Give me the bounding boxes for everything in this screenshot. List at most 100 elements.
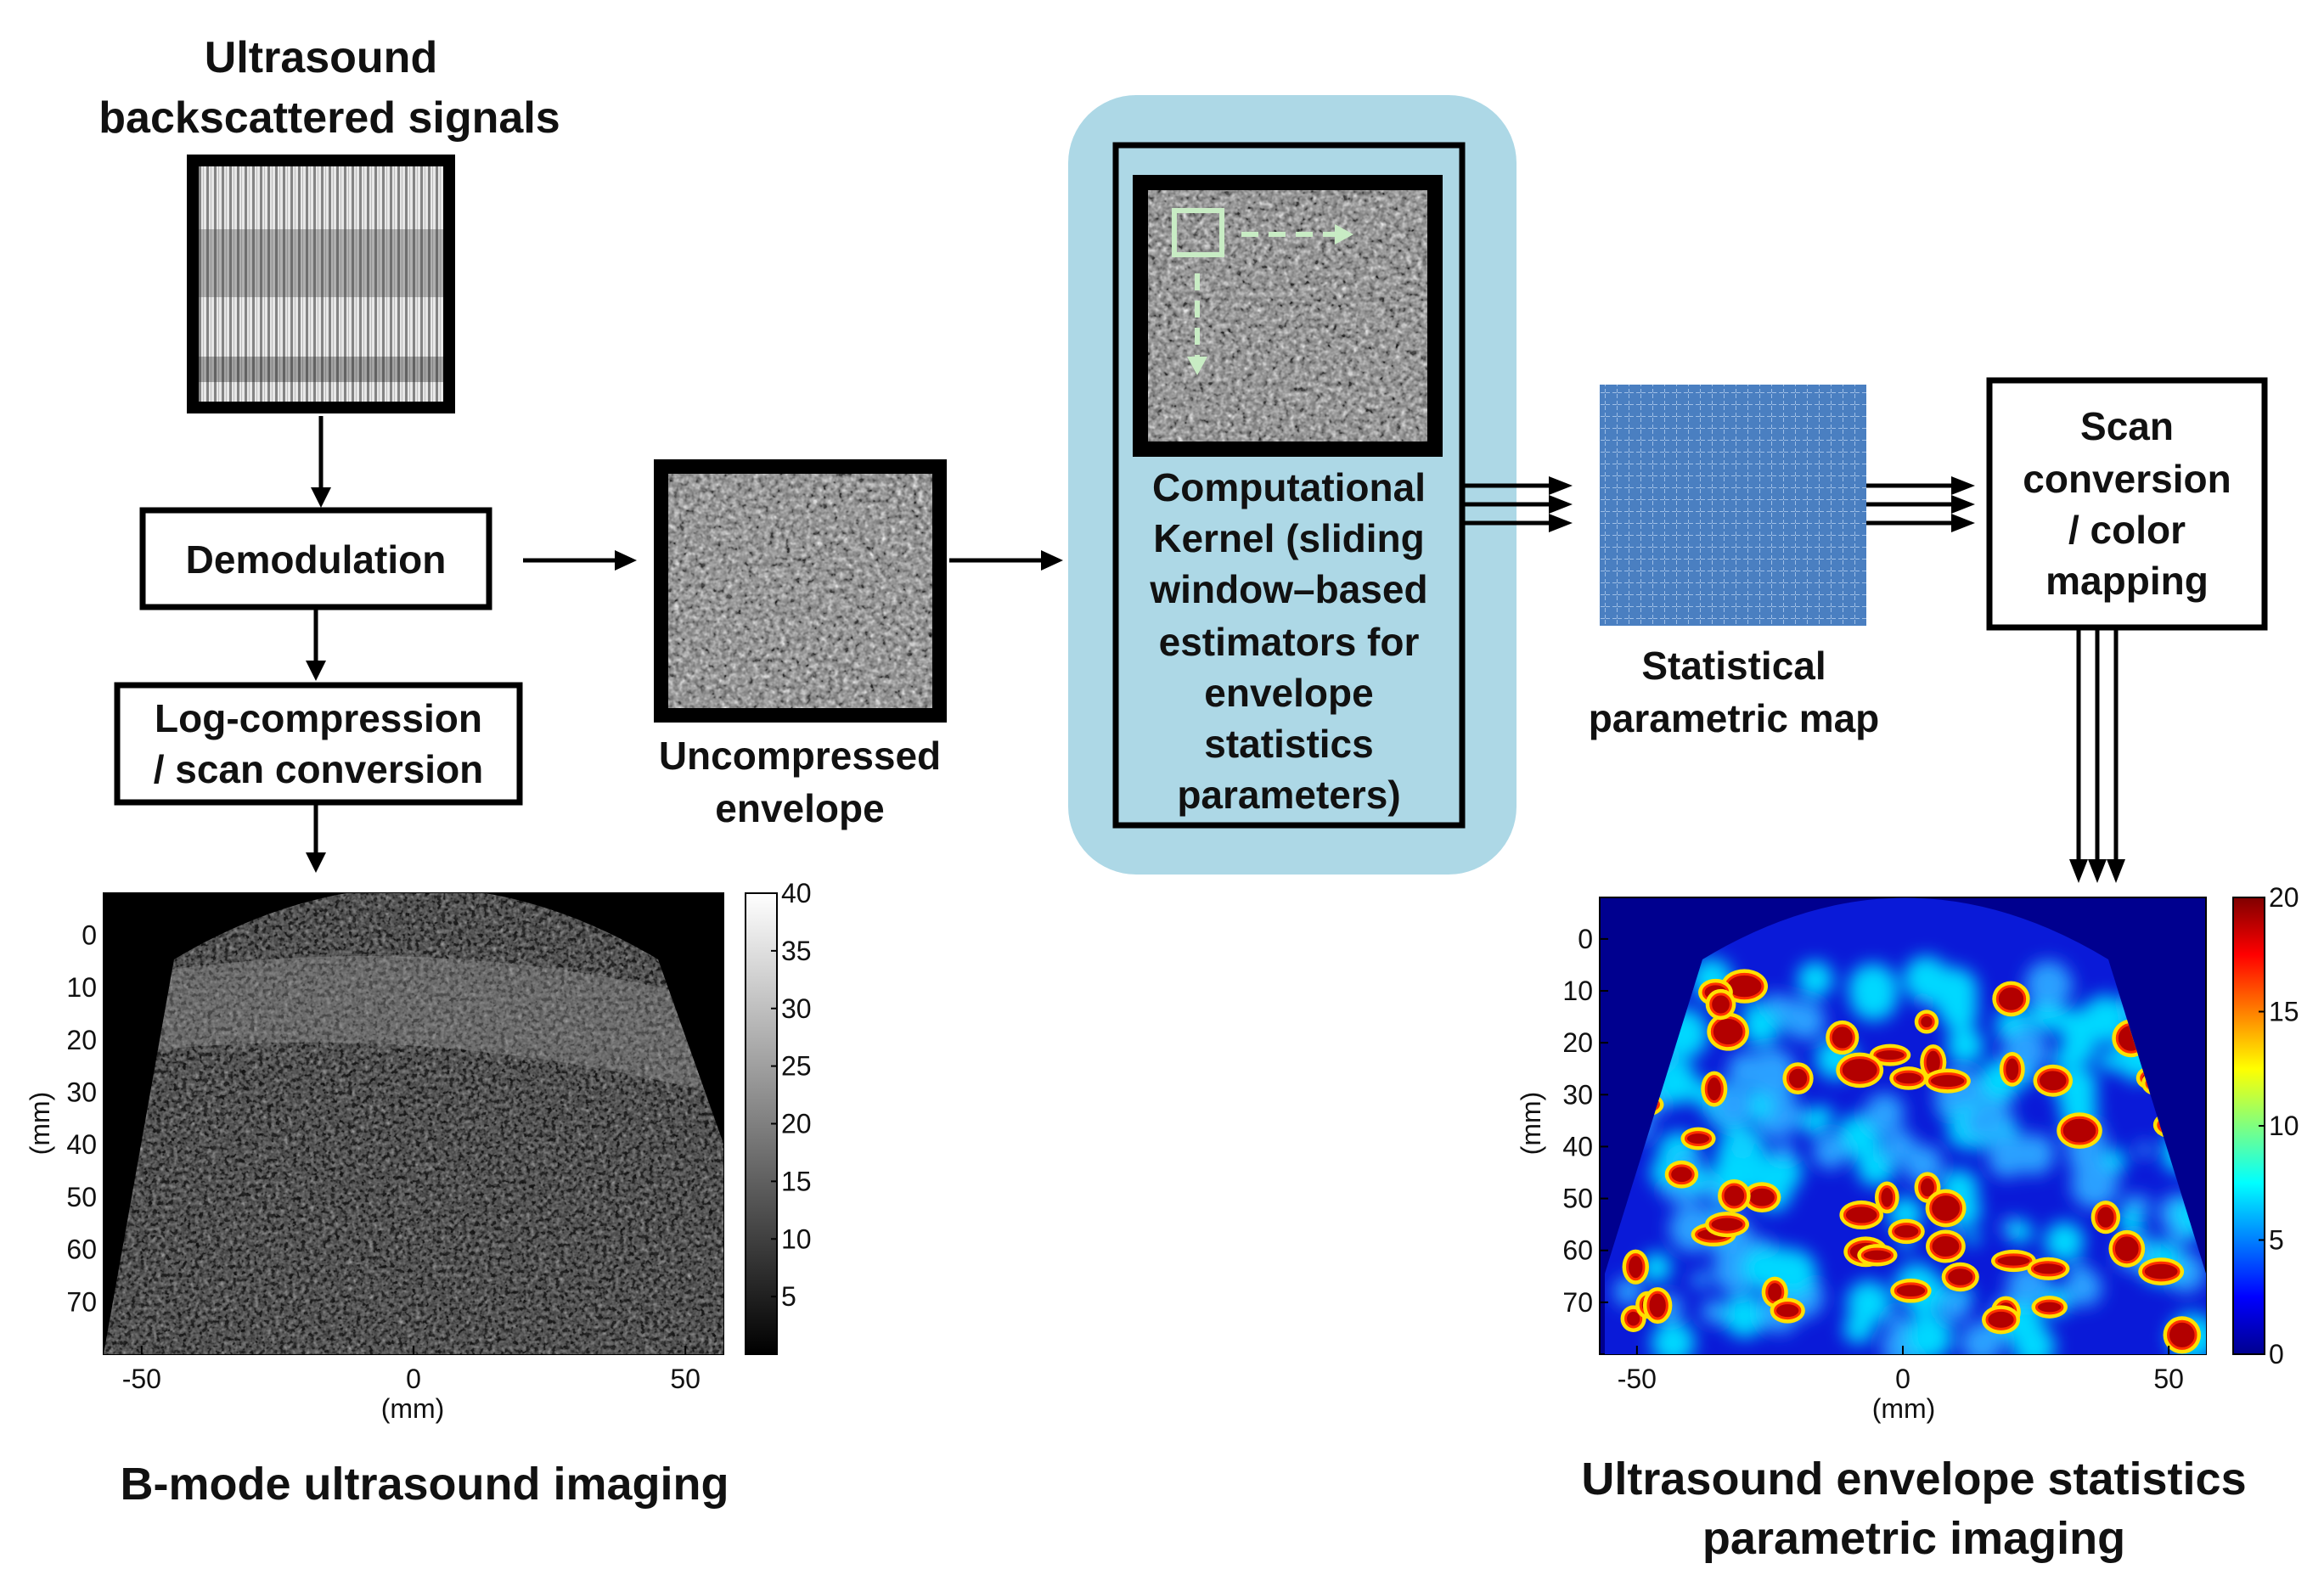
speckle-glow	[1888, 1310, 1905, 1327]
arrowhead	[1549, 514, 1573, 532]
speckle-core	[1624, 1308, 1643, 1329]
kernel-label-line: parameters)	[1177, 773, 1400, 817]
speckle-glow	[1641, 1252, 1672, 1283]
y-tick-label: 50	[1562, 1184, 1593, 1214]
colorbar-tick-label: 30	[781, 993, 812, 1024]
colorbar-tick-label: 20	[781, 1109, 812, 1139]
speckle-glow	[1764, 992, 1784, 1012]
y-tick-label: 20	[66, 1025, 97, 1055]
log-compression-label-line1: Log-compression	[155, 696, 482, 740]
param-ylabel: (mm)	[1516, 1092, 1546, 1156]
speckle-core	[1626, 1253, 1646, 1281]
speckle-core	[2037, 1068, 2069, 1094]
speckle-core	[1710, 1016, 1746, 1048]
kernel-speckle-image	[1133, 175, 1443, 457]
x-tick-label: 50	[670, 1364, 701, 1394]
bmode-xlabel: (mm)	[381, 1393, 445, 1424]
colorbar-tick-label: 5	[781, 1281, 796, 1312]
speckle-core	[1839, 1056, 1880, 1084]
sliding-window-marker	[1172, 208, 1335, 357]
speckle-core	[1918, 1013, 1935, 1031]
speckle-glow	[1905, 1313, 1953, 1354]
window-arrowhead-down	[1187, 357, 1207, 375]
arrowhead	[2088, 859, 2107, 883]
speckle-core	[1995, 985, 2027, 1013]
speckle-core	[2003, 1055, 2022, 1083]
speckle-glow	[1797, 961, 1834, 998]
speckle-glow	[1910, 1296, 1933, 1319]
arrows-map-to-scan	[1866, 483, 1955, 526]
speckle-core	[1929, 1233, 1962, 1260]
kernel-label-line: statistics	[1204, 722, 1373, 766]
y-tick-label: 60	[1562, 1235, 1593, 1266]
arrowhead	[2107, 859, 2125, 883]
y-tick-label: 30	[66, 1077, 97, 1107]
colorbar-tick-label: 25	[781, 1051, 812, 1082]
signals-title-line2: backscattered signals	[98, 93, 560, 143]
scan-label-line: / color	[2068, 508, 2186, 552]
speckle-glow	[2070, 1161, 2119, 1209]
map-label-line1: Statistical	[1641, 644, 1826, 688]
colorbar-tick-label: 20	[2269, 882, 2299, 913]
speckle-glow	[2010, 1284, 2029, 1302]
colorbar-tick-label: 40	[781, 878, 812, 908]
speckle-core	[2060, 1116, 2099, 1145]
speckle-core	[1893, 1070, 1924, 1087]
speckle-glow	[2065, 1268, 2102, 1307]
speckle-glow	[1865, 1093, 1905, 1133]
kernel-label-line: window–based	[1149, 567, 1427, 611]
bmode-caption: B-mode ultrasound imaging	[120, 1459, 729, 1510]
scan-label-line: conversion	[2023, 457, 2231, 501]
speckle-glow	[1775, 1141, 1794, 1161]
speckle-core	[1945, 1266, 1976, 1288]
scan-label-line: Scan	[2080, 404, 2174, 448]
speckle-glow	[1946, 1026, 1984, 1065]
arrows-kernel-to-map	[1462, 483, 1552, 526]
speckle-core	[1684, 1131, 1713, 1146]
y-tick-label: 0	[82, 920, 97, 950]
y-tick-label: 20	[1562, 1027, 1593, 1058]
speckle-glow	[1733, 1126, 1755, 1148]
speckle-glow	[1924, 973, 1950, 999]
envelope-label-line1: Uncompressed	[659, 734, 941, 778]
speckle-core	[1918, 1175, 1937, 1200]
envelope-label-line2: envelope	[715, 786, 884, 830]
speckle-glow	[1800, 1107, 1828, 1135]
speckle-core	[2095, 1204, 2117, 1230]
arrowhead	[306, 661, 326, 681]
y-tick-label: 40	[1562, 1131, 1593, 1161]
speckle-glow	[1651, 1320, 1696, 1354]
kernel-label-line: estimators for	[1159, 620, 1420, 664]
colorbar-tick-label: 10	[2269, 1111, 2299, 1141]
arrowhead	[306, 852, 326, 873]
demodulation-box	[139, 507, 492, 610]
scan-conversion-label: Scan conversion / color mapping	[2023, 404, 2231, 603]
window-arrowhead-right	[1335, 224, 1353, 245]
speckle-core	[1646, 1291, 1668, 1320]
speckle-glow	[2076, 1038, 2093, 1055]
x-tick-label: 0	[406, 1364, 421, 1394]
speckle-glow	[1787, 1001, 1826, 1040]
y-tick-label: 10	[1562, 976, 1593, 1006]
y-tick-label: 40	[66, 1129, 97, 1160]
speckle-glow	[2008, 1219, 2033, 1244]
colorbar-tick-label: 15	[2269, 997, 2299, 1027]
speckle-core	[1704, 1075, 1724, 1104]
y-tick-label: 60	[66, 1234, 97, 1265]
speckle-glow	[1723, 1294, 1767, 1338]
arrowhead	[1549, 476, 1573, 495]
speckle-core	[1829, 1024, 1855, 1051]
param-caption-line2: parametric imaging	[1702, 1513, 2125, 1564]
speckle-glow	[1965, 1108, 1995, 1139]
colorbar-tick-label: 15	[781, 1166, 812, 1196]
bmode-ylabel: (mm)	[25, 1092, 55, 1156]
y-tick-label: 70	[1562, 1287, 1593, 1318]
speckle-core	[1995, 1253, 2033, 1268]
colorbar-tick-label: 10	[781, 1223, 812, 1254]
x-tick-label: 0	[1895, 1364, 1910, 1394]
speckle-glow	[1846, 1280, 1891, 1325]
speckle-core	[1721, 1183, 1747, 1209]
